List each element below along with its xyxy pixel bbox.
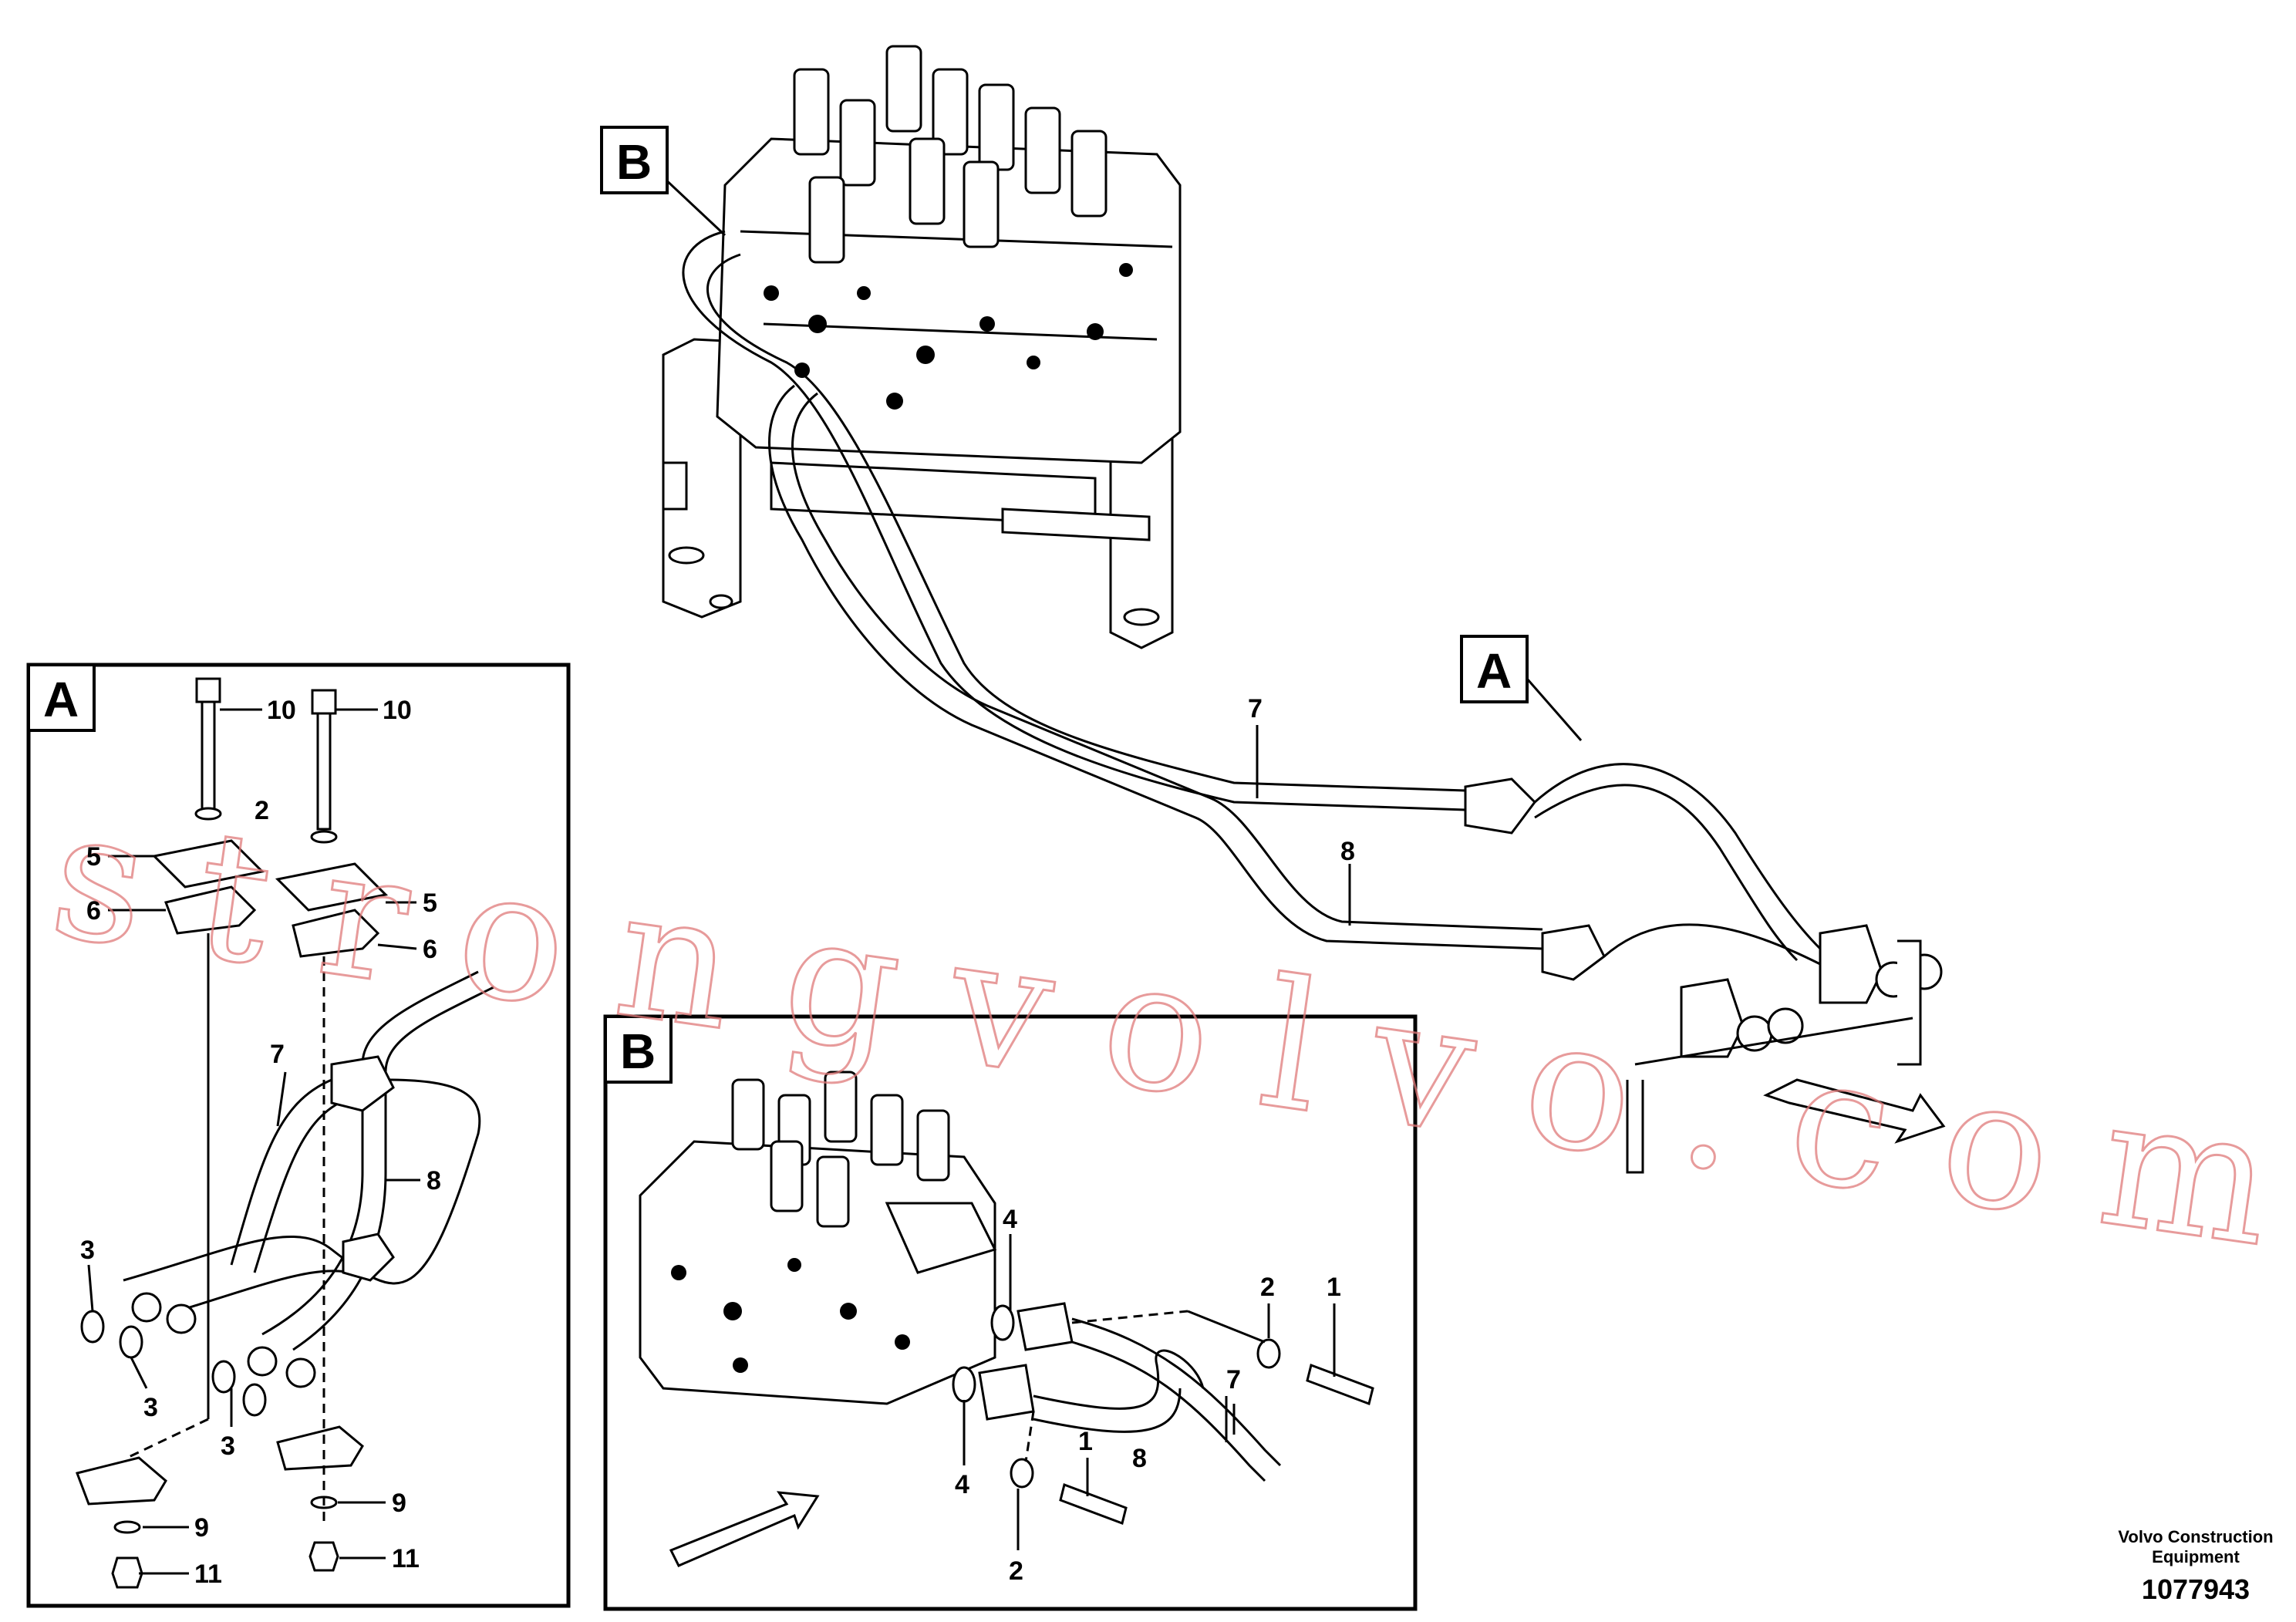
detail-b-frame	[603, 1014, 1418, 1611]
callout-b-2-bottom: 2	[1009, 1556, 1023, 1586]
callout-a-5-left: 5	[86, 842, 101, 872]
callout-b-4-bottom: 4	[955, 1470, 969, 1499]
callout-a-3-top: 3	[80, 1236, 95, 1265]
footer-company-line1: Volvo Construction	[2118, 1527, 2274, 1546]
callout-a-9-right: 9	[392, 1489, 406, 1518]
detail-a-frame	[26, 663, 571, 1608]
callout-b-8: 8	[1132, 1444, 1147, 1473]
detail-b-leaders	[963, 1234, 1336, 1550]
footer-part-number: 1077943	[2141, 1573, 2250, 1605]
main-label-a-text: A	[1476, 643, 1512, 699]
main-label-b	[600, 126, 669, 194]
footer-company: Volvo Construction Equipment	[2111, 1527, 2281, 1567]
callout-a-2: 2	[255, 796, 269, 825]
callout-b-7: 7	[1226, 1365, 1241, 1394]
main-hose-8	[768, 384, 1543, 950]
callout-a-3-mid: 3	[143, 1393, 158, 1422]
watermark: strongvolvo.com	[40, 771, 2284, 1286]
detail-b-label-text: B	[620, 1023, 656, 1079]
callout-a-3-low: 3	[221, 1431, 235, 1461]
callout-a-7: 7	[270, 1040, 285, 1069]
callout-a-11-left: 11	[194, 1560, 222, 1589]
callout-a-11-right: 11	[392, 1544, 420, 1573]
detail-a-leaders	[87, 708, 420, 1575]
callout-a-9-left: 9	[194, 1513, 209, 1543]
main-valve-assembly	[662, 45, 1182, 649]
callout-b-4-top: 4	[1003, 1205, 1017, 1234]
callout-main-8: 8	[1340, 837, 1355, 866]
main-hose-7	[682, 230, 1466, 811]
detail-a-label-text: A	[43, 672, 79, 727]
callout-a-5-right: 5	[423, 889, 437, 918]
main-label-b-text: B	[616, 134, 652, 190]
callout-b-2-top: 2	[1260, 1273, 1275, 1302]
main-direction-arrow	[1763, 1078, 1946, 1144]
callout-b-1-top: 1	[1327, 1273, 1341, 1302]
callout-a-8: 8	[426, 1166, 441, 1195]
callout-a-10-right: 10	[383, 696, 412, 725]
callout-b-1-bottom: 1	[1078, 1427, 1093, 1456]
callout-a-6-right: 6	[423, 935, 437, 964]
detail-b-direction-arrow	[669, 1491, 820, 1567]
solenoid-valves	[793, 45, 1108, 264]
main-label-a	[1460, 635, 1529, 703]
main-leaders	[662, 176, 1583, 926]
footer-company-line2: Equipment	[2152, 1547, 2240, 1566]
callout-a-10-left: 10	[267, 696, 296, 725]
main-hose-fittings	[1464, 763, 1943, 1174]
detail-b-parts	[639, 1071, 1374, 1525]
callout-main-7: 7	[1248, 694, 1263, 723]
callout-a-6-left: 6	[86, 896, 101, 926]
